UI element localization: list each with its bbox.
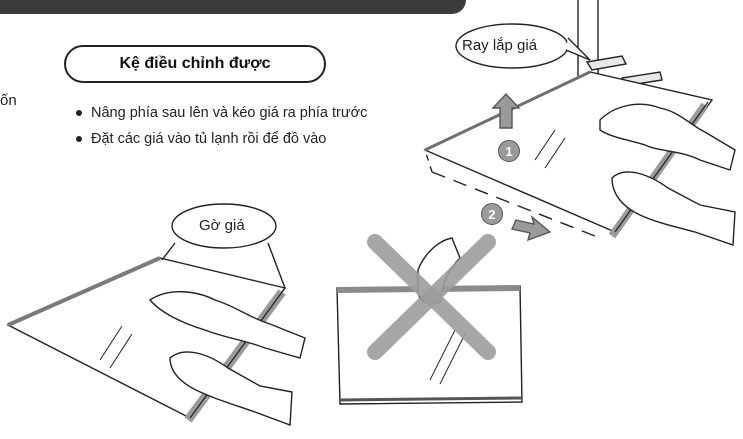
step-badge-2: 2 [481, 203, 503, 225]
edge-callout-label: Gờ giá [199, 217, 245, 234]
shelf-bottom-trim [340, 398, 522, 400]
rail-callout-label: Ray lắp giá [462, 37, 537, 54]
pull-arrow-icon [512, 217, 550, 240]
shelf-edge-diagram [8, 243, 305, 425]
edge-callout-pointer [268, 243, 285, 288]
edge-callout-pointer [162, 243, 175, 260]
wrong-method-diagram [337, 238, 522, 404]
step-badge-1: 1 [498, 140, 520, 162]
shelf-rail [587, 56, 626, 70]
hand-front [612, 172, 735, 245]
